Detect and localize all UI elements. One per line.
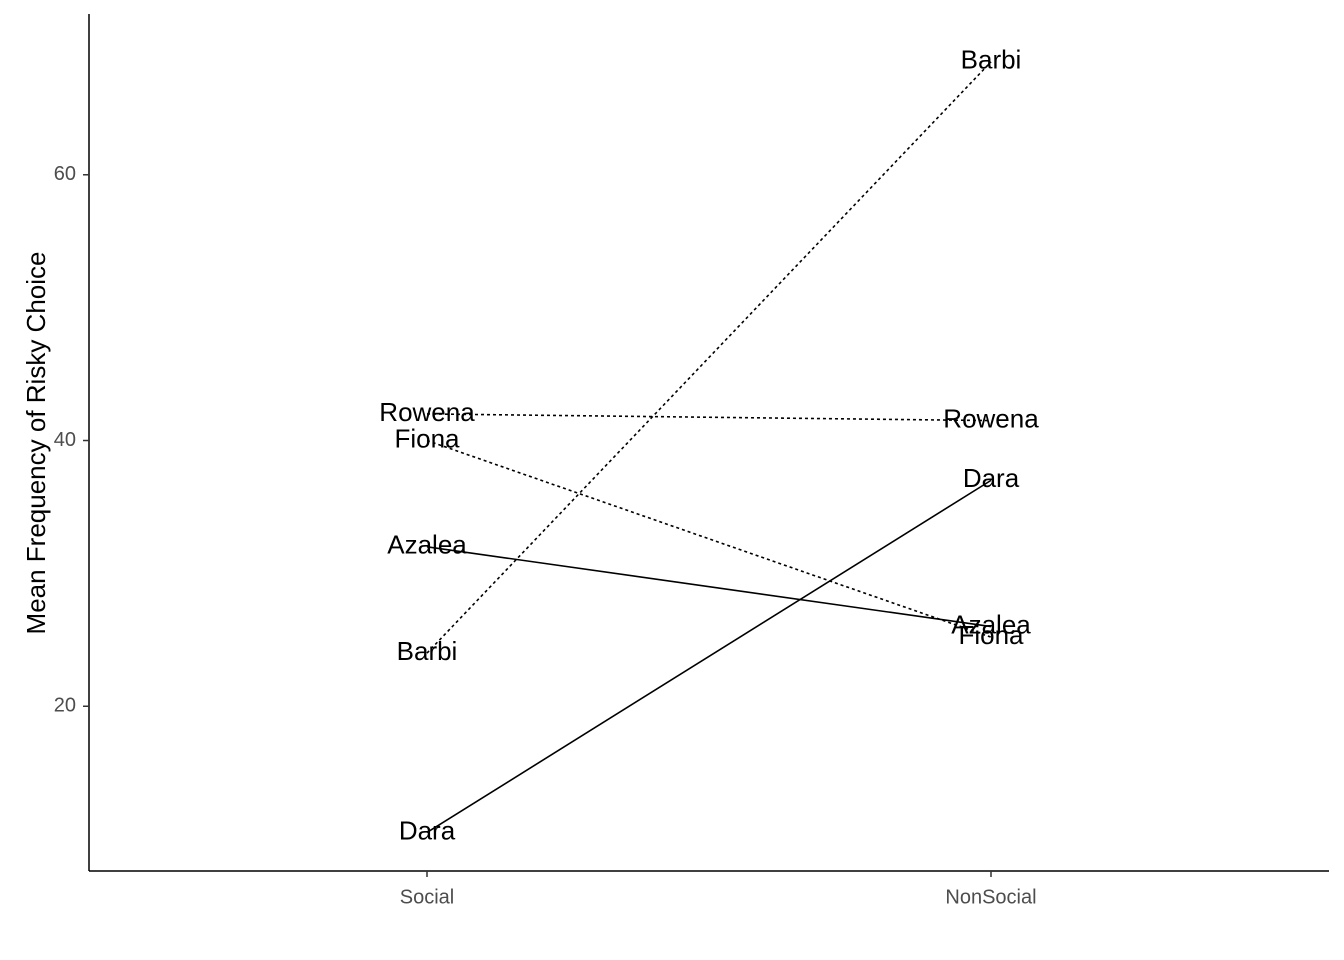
series-line-fiona <box>426 439 992 638</box>
y-tick-label: 60 <box>54 163 76 185</box>
point-label-azalea: Azalea <box>951 609 1031 639</box>
y-ticks: 20 40 60 <box>54 163 89 717</box>
y-tick-label: 20 <box>54 695 76 717</box>
point-label-azalea: Azalea <box>387 530 467 560</box>
series-line-azalea <box>426 546 992 628</box>
point-label-dara: Dara <box>399 815 456 845</box>
point-label-barbi: Barbi <box>961 45 1022 75</box>
series-line-barbi <box>426 61 992 654</box>
point-label-fiona: Fiona <box>958 620 1024 650</box>
point-label-rowena: Rowena <box>379 397 475 427</box>
series-line-dara <box>426 479 992 834</box>
x-ticks: Social NonSocial <box>400 871 1037 908</box>
point-label-dara: Dara <box>963 463 1020 493</box>
y-axis-title: Mean Frequency of Risky Choice <box>21 252 51 635</box>
x-tick-label: Social <box>400 886 454 908</box>
point-label-rowena: Rowena <box>943 403 1039 433</box>
point-label-fiona: Fiona <box>394 423 460 453</box>
x-tick-label: NonSocial <box>945 886 1036 908</box>
series-lines <box>426 61 992 834</box>
y-tick-label: 40 <box>54 429 76 451</box>
point-label-barbi: Barbi <box>397 636 458 666</box>
series-line-rowena <box>426 413 992 422</box>
